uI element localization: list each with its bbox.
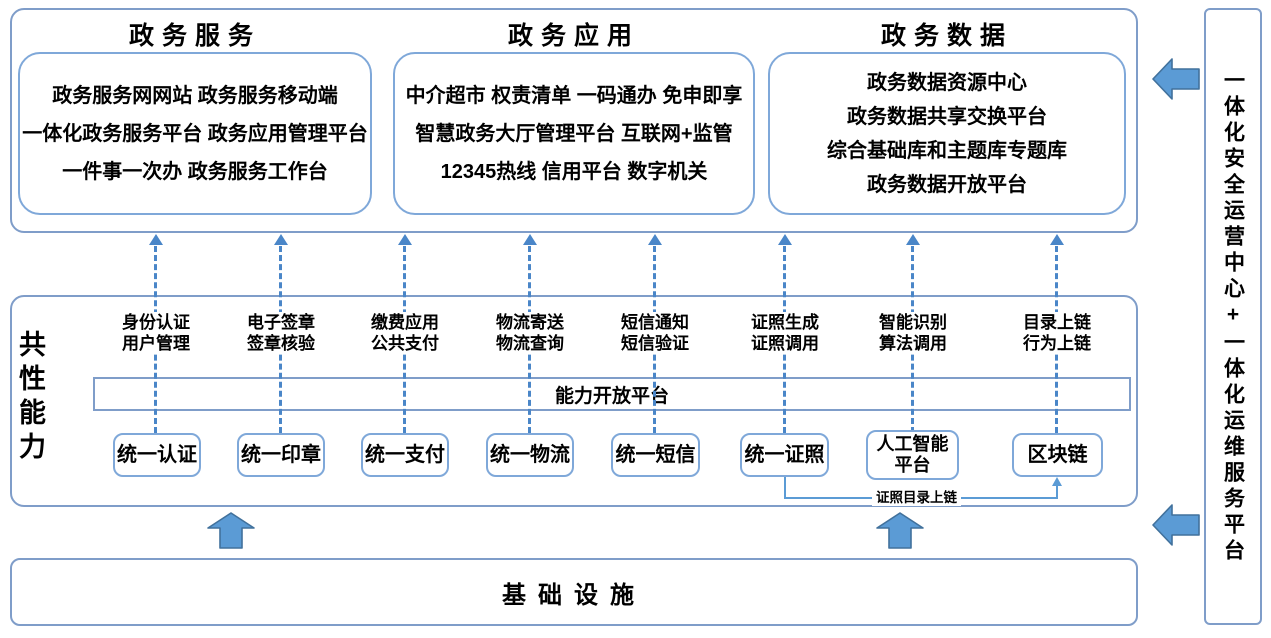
gov-services-line: 一体化政务服务平台 政务应用管理平台	[22, 122, 368, 145]
dashed-up-arrowhead-icon	[523, 234, 537, 245]
right-side-platform-bar: 一体化安全运营中心+一体化运维服务平台	[1204, 8, 1262, 625]
license-chain-connector-label: 证照目录上链	[872, 486, 961, 506]
platform-box-payment: 统一支付	[361, 433, 449, 477]
platform-box-sms: 统一短信	[611, 433, 700, 477]
dashed-up-arrowhead-icon	[398, 234, 412, 245]
dashed-up-arrowhead-icon	[906, 234, 920, 245]
platform-box-logistics: 统一物流	[486, 433, 574, 477]
open-platform-bar-label: 能力开放平台	[554, 385, 669, 407]
capability-label-license: 证照生成 证照调用	[723, 312, 847, 354]
section-title-gov-data: 政务数据	[880, 22, 1013, 50]
capability-label-logistics: 物流寄送 物流查询	[468, 312, 592, 354]
gov-applications-line: 12345热线 信用平台 数字机关	[440, 160, 708, 183]
common-capability-label: 共性能力	[15, 330, 45, 466]
section-title-gov-applications: 政务应用	[507, 22, 640, 50]
up-block-arrow-icon	[207, 512, 255, 549]
infrastructure-label: 基础设施	[502, 581, 646, 609]
left-block-arrow-icon	[1152, 58, 1200, 100]
capability-label-sms: 短信通知 短信验证	[593, 312, 717, 354]
up-block-arrow-icon	[876, 512, 924, 549]
platform-box-license: 统一证照	[740, 433, 829, 477]
gov-applications-line: 智慧政务大厅管理平台 互联网+监管	[415, 122, 733, 145]
license-chain-connector-riser	[1056, 485, 1058, 499]
capability-label-payment: 缴费应用 公共支付	[343, 312, 467, 354]
dashed-up-arrowhead-icon	[1050, 234, 1064, 245]
gov-applications-box: 中介超市 权责清单 一码通办 免申即享 智慧政务大厅管理平台 互联网+监管 12…	[393, 52, 755, 215]
right-side-platform-label: 一体化安全运营中心+一体化运维服务平台	[1221, 68, 1245, 565]
gov-data-line: 政务数据资源中心	[867, 71, 1027, 94]
gov-services-line: 一件事一次办 政务服务工作台	[62, 160, 328, 183]
license-chain-arrowhead-icon	[1052, 477, 1062, 486]
platform-box-auth: 统一认证	[113, 433, 201, 477]
gov-applications-line: 中介超市 权责清单 一码通办 免申即享	[405, 84, 743, 107]
capability-label-blockchain: 目录上链 行为上链	[995, 312, 1119, 354]
capability-label-signature: 电子签章 签章核验	[219, 312, 343, 354]
gov-data-line: 综合基础库和主题库专题库	[827, 139, 1067, 162]
dashed-up-arrowhead-icon	[274, 234, 288, 245]
gov-data-line: 政务数据开放平台	[867, 173, 1027, 196]
section-title-gov-services: 政务服务	[128, 22, 261, 50]
dashed-up-arrowhead-icon	[778, 234, 792, 245]
open-platform-bar: 能力开放平台	[93, 377, 1131, 411]
platform-box-ai: 人工智能 平台	[866, 430, 959, 480]
platform-box-blockchain: 区块链	[1012, 433, 1103, 477]
capability-label-identity: 身份认证 用户管理	[94, 312, 218, 354]
gov-data-line: 政务数据共享交换平台	[847, 105, 1047, 128]
infrastructure-bar: 基础设施	[10, 558, 1138, 626]
platform-box-seal: 统一印章	[237, 433, 325, 477]
gov-data-box: 政务数据资源中心 政务数据共享交换平台 综合基础库和主题库专题库 政务数据开放平…	[768, 52, 1126, 215]
gov-services-box: 政务服务网网站 政务服务移动端 一体化政务服务平台 政务应用管理平台 一件事一次…	[18, 52, 372, 215]
dashed-up-arrowhead-icon	[149, 234, 163, 245]
gov-services-line: 政务服务网网站 政务服务移动端	[52, 84, 338, 107]
license-chain-connector-vertical	[784, 477, 786, 499]
capability-label-ai: 智能识别 算法调用	[851, 312, 975, 354]
left-block-arrow-icon	[1152, 504, 1200, 546]
dashed-up-arrowhead-icon	[648, 234, 662, 245]
